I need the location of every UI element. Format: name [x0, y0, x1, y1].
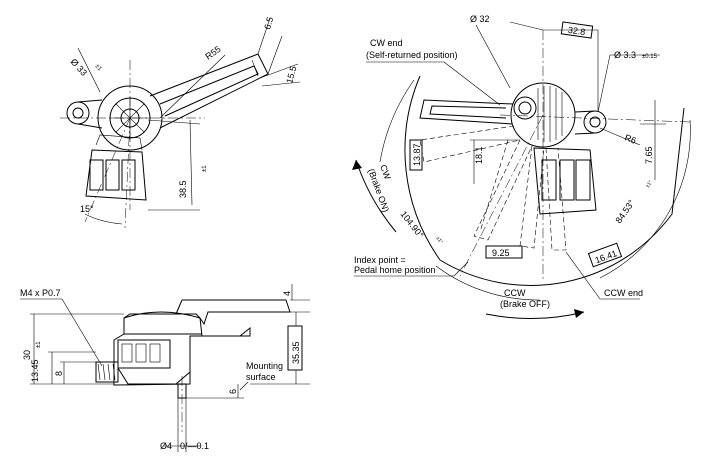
dim-15deg: 15° [80, 204, 94, 214]
dim-30: 30 [22, 350, 32, 360]
ccw-end: CCW end [604, 288, 643, 298]
shaft-tolerance: 0/—0.1 [180, 441, 209, 451]
connector-housing [85, 134, 147, 201]
dim-9-25: 9.25 [492, 248, 510, 258]
dim-top-diameter-tol: ±1 [94, 63, 103, 72]
rv-lever-dashed [419, 125, 567, 251]
dim-35-35-box [287, 325, 303, 371]
cw-end-1: CW end [370, 38, 403, 48]
rv-connector [533, 147, 597, 215]
cw-swing-arc [404, 75, 441, 261]
dim-r6: R6 [623, 132, 637, 145]
dim-13-87: 13.87 [412, 143, 422, 166]
ccw-label: CCW [504, 288, 526, 298]
ccw-sublabel: (Brake OFF) [500, 299, 550, 309]
dim-35-35: 35.35 [291, 341, 301, 364]
dim-13-45: 13.45 [30, 359, 40, 382]
outer-swing-arc [439, 107, 685, 286]
side-body [113, 313, 251, 386]
dim-104-90: 104.90° [398, 209, 425, 240]
dim-38-5-tol: ±1 [202, 165, 208, 172]
dim-18-1: 18.1 [474, 146, 484, 164]
index-point-1: Index point = [354, 255, 406, 265]
dim-7-65: 7.65 [644, 146, 654, 164]
dim-9-25-box [485, 245, 523, 259]
rv-lever-arm [419, 99, 514, 125]
dim-15-5: 15.5 [284, 65, 298, 85]
cw-label: CW [378, 163, 393, 181]
mounting-surface-2: surface [246, 372, 276, 382]
dim-6-5: 6.5 [262, 16, 275, 31]
threaded-insert [95, 361, 119, 383]
dim-32-8-box [560, 21, 594, 39]
tol-84: ±1° [645, 180, 654, 190]
dim-38-5: 38.5 [178, 180, 188, 198]
shaft-diameter: Ø4 [160, 441, 172, 451]
lever-arm [149, 53, 269, 129]
mounting-ear [66, 99, 103, 129]
rv-mounting-ear [574, 110, 607, 135]
dim-30-tol: ±1 [36, 341, 42, 348]
dim-d32: Ø 32 [470, 14, 490, 24]
dim-4: 4 [282, 291, 292, 296]
dim-d33-tol: ±0.15 [642, 54, 658, 60]
dim-13-87-box [409, 139, 423, 171]
thread-label: M4 x P0.7 [20, 288, 61, 298]
dim-d33: Ø 3.3 [614, 50, 636, 60]
cw-end-2: (Self-returned position) [366, 50, 458, 60]
top-left-view: Ø 33 ±1 R55 6.5 15.5 38.5 ±1 15° [60, 16, 301, 229]
dim-6: 6 [228, 389, 238, 394]
right-view: Ø 32 32.8 Ø 3.3 ±0.15 CW end (Self-retur… [352, 14, 691, 319]
dim-top-diameter: Ø 33 [69, 57, 89, 78]
dim-r55: R55 [203, 44, 222, 62]
side-view: 30 ±1 13.45 8 4 35.35 6 Mounting surface… [20, 284, 310, 452]
dim-8: 8 [54, 371, 64, 376]
dim-16-41-box [587, 242, 623, 268]
mounting-surface-1: Mounting [246, 361, 283, 371]
dim-84-53: 84.53° [613, 198, 636, 225]
tol-104: ±1° [434, 236, 443, 246]
index-point-2: Pedal home position [354, 265, 436, 275]
dim-32-8: 32.8 [567, 25, 586, 37]
